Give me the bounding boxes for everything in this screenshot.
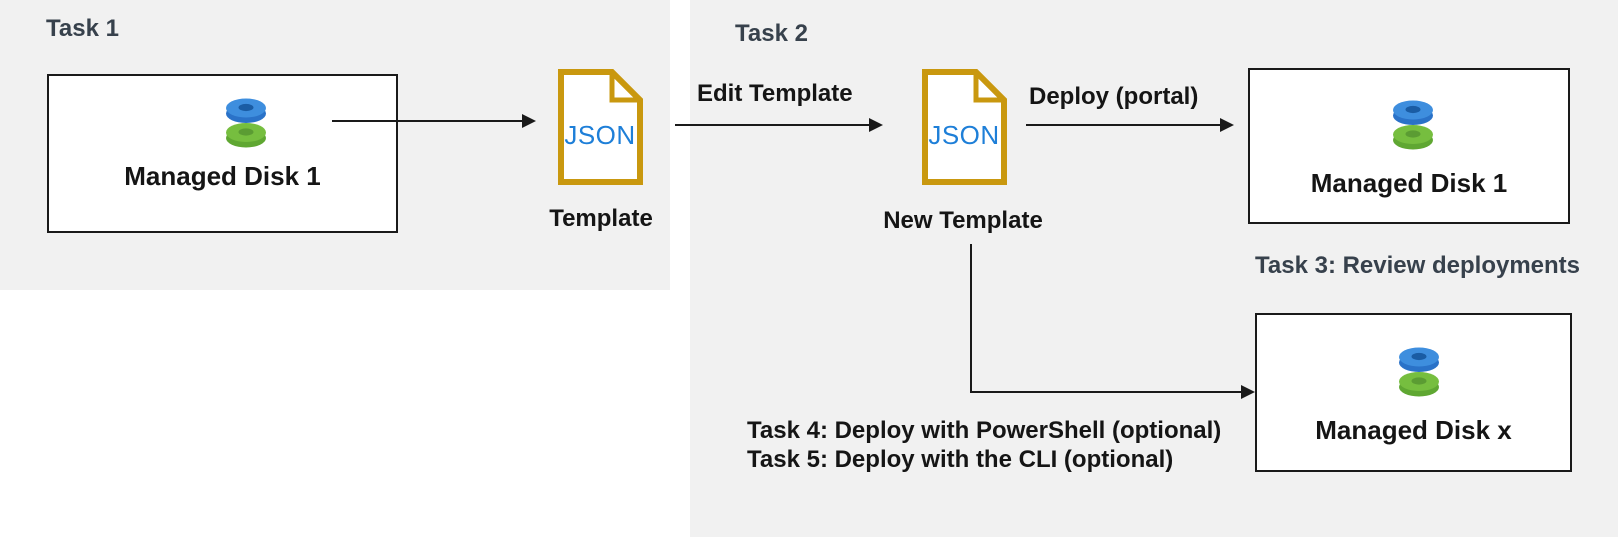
json-new-template-icon: JSON	[922, 69, 1007, 185]
disk-green	[1393, 125, 1433, 150]
task4-label: Task 4: Deploy with PowerShell (optional…	[747, 417, 1222, 444]
arrow-deploy-portal	[1026, 118, 1234, 132]
managed-disk-1-deployed-box: Managed Disk 1	[1248, 68, 1570, 224]
managed-disk-icon	[1399, 347, 1439, 397]
json-text: JSON	[928, 120, 999, 150]
new-template-caption: New Template	[883, 207, 1043, 234]
managed-disk-1-source-box: Managed Disk 1	[47, 74, 398, 233]
arrowhead	[1241, 385, 1255, 399]
disk-blue	[1393, 100, 1433, 125]
arrow-edit-template	[675, 118, 883, 132]
arrowhead	[1220, 118, 1234, 132]
arrow-deploy-cli-powershell	[970, 244, 1255, 399]
json-template-icon: JSON	[558, 69, 643, 185]
document-fold	[973, 72, 1004, 103]
document-fold	[609, 72, 640, 103]
edit-template-label: Edit Template	[697, 80, 853, 107]
template-caption: Template	[549, 205, 653, 232]
json-text: JSON	[564, 120, 635, 150]
task2-heading: Task 2	[735, 20, 808, 47]
task45-labels: Task 4: Deploy with PowerShell (optional…	[747, 416, 1221, 474]
managed-disk-x-label: Managed Disk x	[1315, 415, 1512, 445]
arrowhead	[869, 118, 883, 132]
deploy-portal-label: Deploy (portal)	[1029, 83, 1199, 110]
disk-green	[1399, 372, 1439, 397]
task3-heading: Task 3: Review deployments	[1255, 252, 1581, 279]
task1-panel: Task 1 Managed Disk 1 JSON Template	[0, 0, 670, 290]
arrow-disk-to-template	[332, 114, 536, 128]
disk-green	[226, 123, 266, 148]
task5-label: Task 5: Deploy with the CLI (optional)	[747, 446, 1174, 473]
disk-blue	[1399, 347, 1439, 372]
managed-disk-1-deployed-label: Managed Disk 1	[1310, 168, 1508, 198]
managed-disk-x-box: Managed Disk x	[1255, 313, 1572, 472]
task1-heading: Task 1	[46, 15, 119, 42]
managed-disk-icon	[1393, 100, 1433, 150]
task2-panel: Task 2 Edit Template JSON New Template D…	[675, 0, 1618, 537]
arrowhead	[522, 114, 536, 128]
disk-blue	[226, 98, 266, 123]
managed-disk-1-source-label: Managed Disk 1	[124, 161, 321, 191]
managed-disk-icon	[226, 98, 266, 148]
